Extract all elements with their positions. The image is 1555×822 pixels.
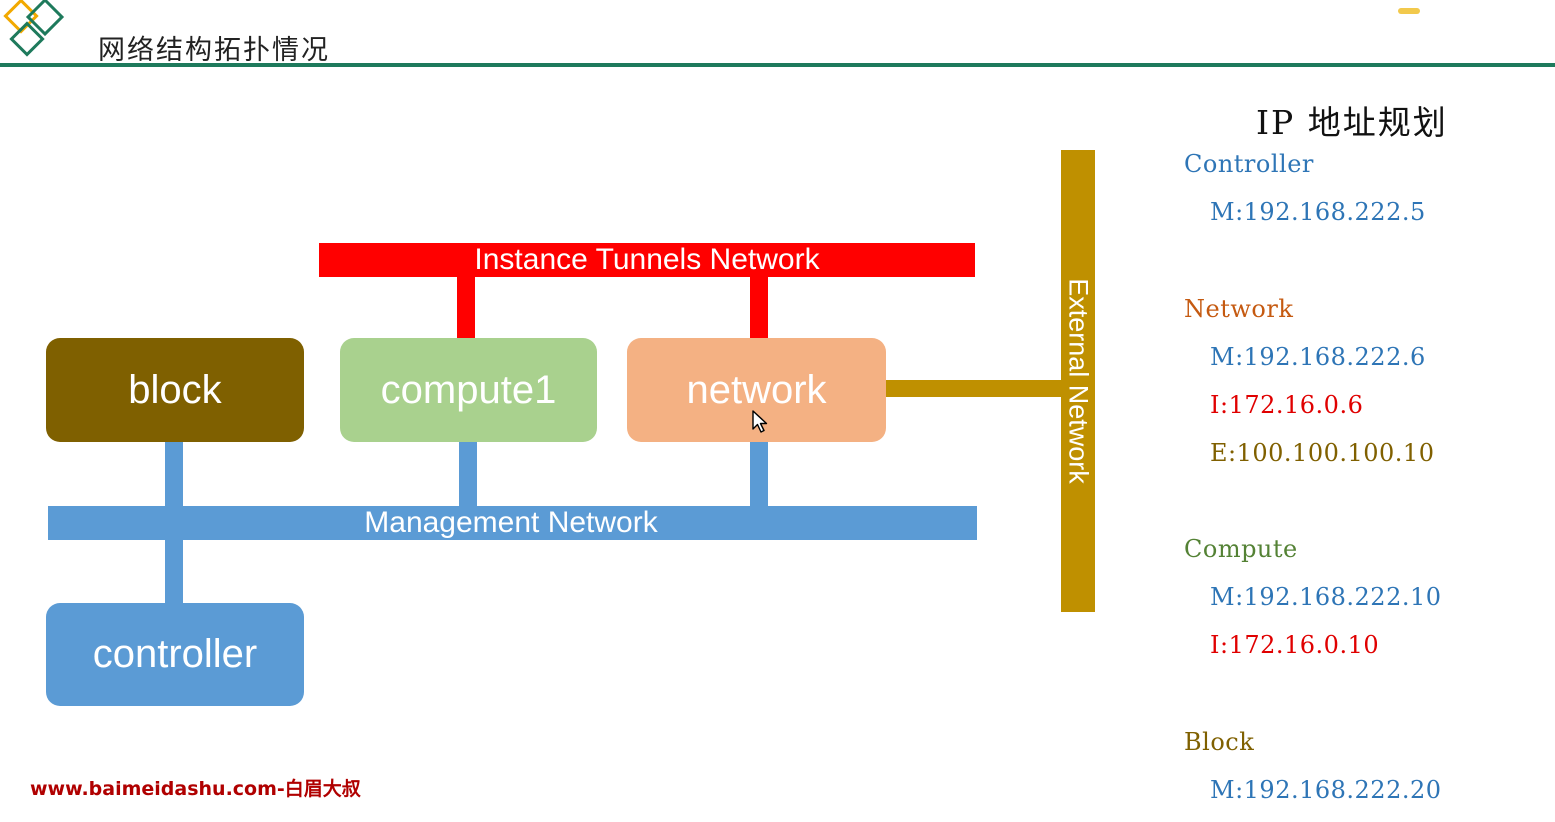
external-link-network	[885, 380, 1062, 397]
slide-title: 网络结构拓扑情况	[98, 35, 330, 66]
mgmt-link-block	[165, 441, 183, 507]
block-heading: Block	[1184, 728, 1255, 756]
external-network-bar	[1061, 150, 1095, 612]
node-controller: controller	[46, 603, 304, 706]
mgmt-link-controller	[165, 539, 183, 604]
instance-tunnels-network-bar: Instance Tunnels Network	[319, 243, 975, 277]
management-network-label: Management Network	[364, 506, 658, 539]
network-i-address: I:172.16.0.6	[1210, 391, 1364, 419]
tunnel-link-compute1	[457, 277, 475, 339]
external-network-label: External Network	[1063, 278, 1094, 484]
controller-m-address: M:192.168.222.5	[1210, 198, 1426, 226]
mouse-pointer-icon	[752, 410, 768, 433]
management-network-bar: Management Network	[48, 506, 977, 540]
corner-mark-icon	[1398, 8, 1420, 14]
compute-heading: Compute	[1184, 535, 1298, 563]
node-block: block	[46, 338, 304, 442]
tunnel-link-network	[750, 277, 768, 339]
header-divider	[0, 63, 1555, 67]
compute-m-address: M:192.168.222.10	[1210, 583, 1442, 611]
tunnel-network-label: Instance Tunnels Network	[474, 243, 820, 276]
network-heading: Network	[1184, 295, 1294, 323]
network-m-address: M:192.168.222.6	[1210, 343, 1426, 371]
watermark-text: www.baimeidashu.com-白眉大叔	[30, 778, 361, 800]
controller-heading: Controller	[1184, 150, 1314, 178]
slide-logo-icon	[3, 0, 65, 57]
block-m-address: M:192.168.222.20	[1210, 776, 1442, 804]
ip-plan-title: IP 地址规划	[1256, 103, 1448, 142]
mgmt-link-compute1	[459, 441, 477, 507]
mgmt-link-network	[750, 441, 768, 507]
compute-i-address: I:172.16.0.10	[1210, 631, 1380, 659]
node-compute1: compute1	[340, 338, 597, 442]
network-e-address: E:100.100.100.10	[1210, 439, 1435, 467]
